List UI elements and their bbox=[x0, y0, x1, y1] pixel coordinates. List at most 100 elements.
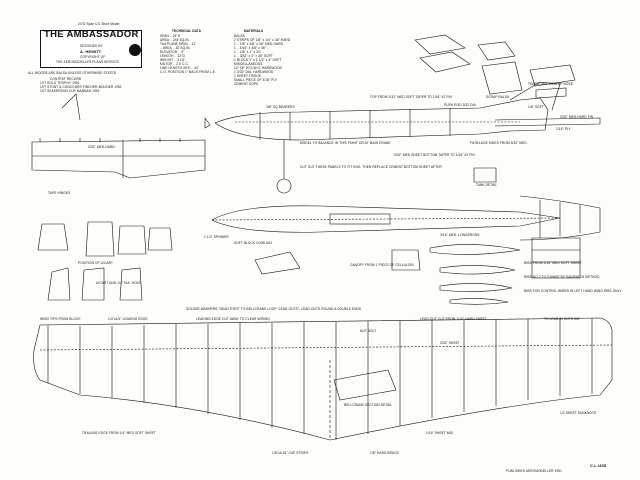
control-wire-label: LEADING EDGE CUT AWAY TO CLEAR WIRING bbox=[196, 317, 271, 321]
materials-row: MISCELLANEOUS bbox=[234, 62, 263, 66]
technical-data-row: SPAN .. 24"D bbox=[160, 34, 181, 38]
teardown-label: TEARDOWN VIEW OF NOSE bbox=[528, 82, 573, 86]
fuselage-sides-label: FUSELAGE SIDES FROM 3/32" MED bbox=[470, 141, 527, 145]
sheet-mid-label: 1/16" SHEET MID bbox=[426, 431, 454, 435]
designer-name: A. HEWITT bbox=[80, 49, 102, 54]
technical-data-row: C.G. POSITION 1" BACK FROM L.E. bbox=[160, 70, 216, 74]
solder-note: SOLDER WASHERS "DEAD EYES" TO BELLCRANK … bbox=[186, 307, 362, 311]
cap-strips-label: 1/8"x1/16" CAP STRIPS bbox=[272, 451, 309, 455]
materials-row: 1 .. 1/8" x 3/8" x 36" MED-HARD bbox=[234, 42, 284, 46]
tailplane-edge bbox=[494, 117, 601, 127]
trailing-edge-label: TRAILING EDGE FROM 1/4" MED SOFT SHEET bbox=[82, 431, 156, 435]
contest-record-item: 1ST SEAKERSON CUP MANNAH 1951 bbox=[40, 89, 100, 93]
former-3 bbox=[117, 225, 147, 255]
soft-block-label: SOFT BLOCK COWLING bbox=[234, 241, 273, 245]
technical-data-row: .. AREA .. 30 SQ.IN. bbox=[160, 46, 191, 50]
bellcrank-detail bbox=[333, 369, 397, 401]
technical-data-row: MOTOR .. 2.5 C.C. bbox=[160, 62, 189, 66]
plans-service: THE AEROMODELLER PLANS SERVICE bbox=[56, 60, 119, 64]
rib-4 bbox=[449, 298, 509, 305]
technical-data-row: AREA .. 245 SQ.IN. bbox=[160, 38, 190, 42]
tailplane-top bbox=[31, 139, 206, 179]
materials-row: 1 SHEET TISSUE bbox=[234, 74, 261, 78]
materials-row: 12" OF 20 S.W.G. HARDWOOD bbox=[234, 66, 283, 70]
push-rod-label: PUSH ROD 3/32 DIA bbox=[444, 103, 476, 107]
former-5 bbox=[47, 267, 71, 301]
spinner-label: 1 1/2" SPINNER bbox=[204, 235, 229, 239]
fuselage-side-view bbox=[214, 97, 549, 141]
u-cart-wire bbox=[61, 93, 81, 121]
technical-data-row: TAILPLANE SPAN .. 11" bbox=[160, 42, 197, 46]
ply-label: 1/16" PLY bbox=[556, 127, 571, 131]
top-sheet-label: TOP FROM 3/32" MED SOFT TAPER TO 1/16" A… bbox=[370, 95, 452, 99]
plan-title: THE AMBASSADOR bbox=[44, 29, 139, 40]
canopy-label: CANOPY FROM 1 PIECE OF CELLULOID bbox=[350, 263, 414, 267]
rib-2 bbox=[439, 265, 516, 275]
ribs-control-note: RIBS FOR CONTROL WIRES IN LEFT HAND WING… bbox=[524, 289, 622, 293]
ribs-note: RIBS FROM 1/16" MED SOFT SHEET bbox=[524, 261, 582, 265]
rib-1 bbox=[429, 244, 521, 255]
tip-weight-label: 1/2 SHEET SUNKNOTE bbox=[560, 411, 597, 415]
plan-number: C.L./455 bbox=[590, 463, 607, 468]
nut-bolt-label: NUT BOLT bbox=[360, 329, 377, 333]
materials-row: CEMENT DOPE bbox=[234, 82, 259, 86]
copyright-label: COPYRIGHT OF bbox=[80, 55, 106, 59]
tank bbox=[473, 167, 497, 183]
cutout-note: CUT OUT THESE PANELS TO FIT ENG. THEN RE… bbox=[300, 165, 442, 169]
published-note: PUBLISHED AEROMODELLER 1951 bbox=[506, 469, 563, 473]
tailplane-label: 3/32" MED-HARD bbox=[88, 145, 115, 149]
technical-data-heading: TECHNICAL DATA bbox=[172, 29, 202, 33]
nose-part-1 bbox=[414, 34, 466, 55]
ribs-sandwich-note: RIBS NO.2 TO 5 MADE BY SANDWICH METHOD bbox=[524, 275, 600, 279]
soft-label: 1/8" SOFT bbox=[528, 105, 544, 109]
materials-row: 1 .. 3/32" x 3" x 36" SOFT bbox=[234, 54, 273, 58]
lead-in-note: TO LEAD-IN OUTS 3/8" bbox=[544, 317, 581, 321]
materials-heading: MATERIALS bbox=[244, 29, 264, 33]
tank-detail-label: TANK DETAIL bbox=[476, 183, 498, 187]
technical-data-row: LINE LENGTH 35"D .. 40' bbox=[160, 66, 199, 70]
materials-row: 1 .. 1/8" x 1" x 24" .. bbox=[234, 50, 265, 54]
designed-by-label: DESIGNED BY bbox=[80, 44, 103, 48]
wing-plan bbox=[33, 317, 613, 441]
materials-row: 1 .. 1/16" x 3/8" x 36" .. bbox=[234, 46, 269, 50]
all-woods-note: ALL WOODS ARE BALSA UNLESS OTHERWISE STA… bbox=[28, 71, 117, 75]
tape-hinges-label: TAPE HINGES bbox=[48, 191, 71, 195]
contest-record-item: 1ST SOLO TROPHY 1951 bbox=[40, 81, 80, 85]
materials-row: 1 3/32" DIA. HARDWOOD bbox=[234, 70, 274, 74]
scrap-balsa-label: SCRAP BALSA bbox=[486, 95, 510, 99]
materials-row: SMALL PIECE OF 1/16" PLY bbox=[234, 78, 278, 82]
top-caption: 24"D Span C/L Stunt Model bbox=[78, 22, 120, 26]
materials-row: BALSA bbox=[234, 34, 245, 38]
technical-data-row: LENGTH .. 22"D bbox=[160, 54, 185, 58]
fin bbox=[509, 81, 561, 111]
balance-note: MODEL TO BALANCE IN THIS POINT OR AT MAI… bbox=[300, 141, 391, 145]
wing-tips-label: WING TIPS FROM BLOCK bbox=[40, 317, 81, 321]
materials-row: 2 STRIPS OF 1/8" x 1/4" x 36" HARD bbox=[234, 38, 291, 42]
materials-row: 1 BLOCK 1" x 1 1/2" x 4" SOFT bbox=[234, 58, 282, 62]
fin-label: 3/32" MED-HARD FIN bbox=[560, 115, 594, 119]
aeromodeller-logo-icon bbox=[129, 44, 141, 56]
technical-data-row: ELEVATOR .. 3" bbox=[160, 50, 185, 54]
longerons-label: 3/16" MED. LONGERONS bbox=[440, 233, 480, 237]
lead-out-label: LEAD-OUT CUT FROM 1/16" HARD SHEET bbox=[420, 317, 487, 321]
u-cart-position-label: POSITION OF U/CART bbox=[78, 261, 114, 265]
former-2 bbox=[85, 221, 115, 257]
bellcrank-label: BELLCRANK SECTION DETAIL bbox=[344, 403, 393, 407]
bearers-label: 3/8" SQ BEARERS bbox=[266, 105, 295, 109]
u-cart-label: U/CART AND 1/4" DIA. HOLE bbox=[96, 281, 141, 285]
contest-record-item: 1ST STUNT & CONCOURS FINCHER-BOLINER 195… bbox=[40, 85, 122, 89]
leading-edge-label: 1/4"x1/4" LEADING EDGE bbox=[108, 317, 148, 321]
contest-record-heading: CONTEST RECORD bbox=[50, 77, 82, 81]
tailplane-plan bbox=[519, 195, 601, 241]
wheel bbox=[276, 178, 292, 194]
spar-label: 3/32" SHEET bbox=[440, 341, 460, 345]
technical-data-row: WEIGHT .. 3 OZ bbox=[160, 58, 185, 62]
bottom-sheet-label: 3/32" MED SHEET BOTTOM TAPER TO 1/16" AT… bbox=[394, 153, 475, 157]
former-1 bbox=[37, 223, 69, 251]
title-block bbox=[40, 30, 142, 68]
rib-3 bbox=[439, 283, 513, 292]
fuselage-plan-view bbox=[211, 205, 561, 233]
former-4 bbox=[147, 227, 173, 251]
